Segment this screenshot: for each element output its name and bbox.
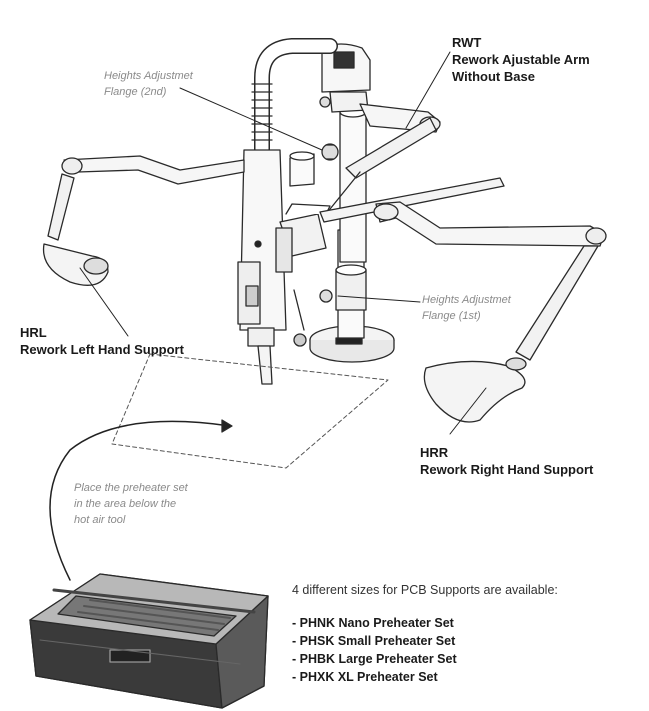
- placement-note-line1: Place the preheater set: [74, 482, 188, 494]
- flange-1st-line2: Flange (1st): [422, 310, 481, 322]
- flange-2nd-label: Heights Adjustmet Flange (2nd): [104, 68, 193, 100]
- right-support-arm: [373, 201, 607, 423]
- hrl-label: HRL Rework Left Hand Support: [20, 324, 184, 358]
- preheater-set-item: - PHBK Large Preheater Set: [292, 652, 457, 666]
- placement-note-line3: hot air tool: [74, 514, 126, 526]
- hot-air-handpiece: [237, 149, 287, 385]
- rwt-code: RWT: [452, 35, 482, 50]
- rwt-label: RWT Rework Ajustable Arm Without Base: [452, 34, 590, 85]
- hrr-code: HRR: [420, 445, 449, 460]
- hrr-label: HRR Rework Right Hand Support: [420, 444, 593, 478]
- leader-lines: [79, 51, 487, 435]
- preheater-set-item: - PHSK Small Preheater Set: [292, 634, 456, 648]
- upper-column: [319, 96, 367, 263]
- placement-note-line2: in the area below the: [74, 498, 177, 510]
- placement-arrow: [49, 419, 233, 581]
- hrl-code: HRL: [20, 325, 47, 340]
- handpiece-clamp: [275, 203, 331, 347]
- flange-1st-label: Heights Adjustmet Flange (1st): [422, 292, 511, 324]
- hrr-name: Rework Right Hand Support: [420, 462, 594, 477]
- flange-2nd-line2: Flange (2nd): [104, 86, 167, 98]
- mid-arm: [319, 177, 505, 223]
- preheater-set-item: - PHXK XL Preheater Set: [292, 670, 438, 684]
- rwt-line2: Without Base: [452, 69, 535, 84]
- flange-2nd-line1: Heights Adjustmet: [104, 70, 193, 82]
- rwt-arm: [325, 103, 441, 215]
- preheater-set-list: - PHNK Nano Preheater Set - PHSK Small P…: [292, 614, 457, 686]
- rwt-line1: Rework Ajustable Arm: [452, 52, 590, 67]
- flange-1st-line1: Heights Adjustmet: [422, 294, 511, 306]
- hrl-name: Rework Left Hand Support: [20, 342, 184, 357]
- pcb-intro: 4 different sizes for PCB Supports are a…: [292, 583, 558, 597]
- placement-area-outline: [111, 353, 389, 469]
- top-hinge: [321, 43, 371, 113]
- left-support-arm: [42, 151, 315, 286]
- placement-note: Place the preheater set in the area belo…: [74, 480, 188, 528]
- hot-air-hose: [251, 38, 338, 158]
- preheater-set-item: - PHNK Nano Preheater Set: [292, 616, 454, 630]
- preheater-unit: [29, 573, 269, 709]
